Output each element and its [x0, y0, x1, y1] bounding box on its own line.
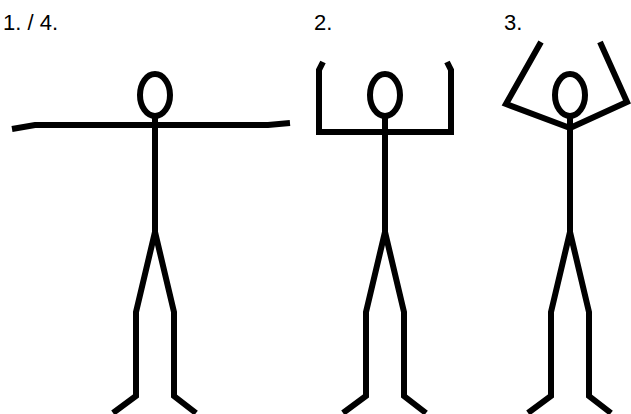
leg [385, 232, 426, 413]
arms [12, 123, 290, 129]
body [152, 116, 158, 232]
figure-number: 2. [314, 12, 332, 34]
head [555, 74, 585, 116]
body [567, 116, 573, 232]
arms [319, 62, 451, 132]
figure-number: 1. / 4. [3, 12, 58, 34]
figure-number: 3. [504, 12, 522, 34]
arm [506, 42, 570, 128]
stick-figure-arms-overhead [506, 42, 627, 413]
head [140, 74, 170, 116]
leg [570, 232, 611, 413]
leg [528, 232, 570, 413]
leg [155, 232, 196, 413]
arm [570, 42, 627, 128]
stick-figure-arms-bent-up [319, 62, 451, 413]
head [370, 74, 400, 116]
leg [113, 232, 155, 413]
leg [343, 232, 385, 413]
stick-figure-arms-out [12, 74, 290, 413]
